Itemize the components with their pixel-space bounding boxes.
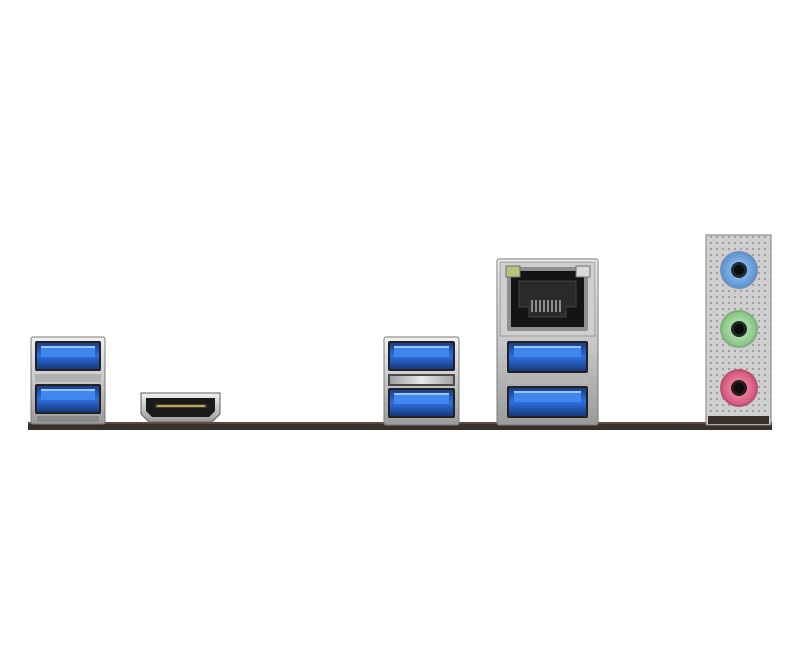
lan-contacts xyxy=(531,300,561,312)
audio-jack-mic-in[interactable] xyxy=(720,369,758,407)
lan-port[interactable] xyxy=(507,267,588,331)
hdmi-port[interactable] xyxy=(140,392,221,423)
lan-usb3-combo xyxy=(496,258,599,426)
usb3-port[interactable] xyxy=(35,341,101,371)
usb3-port[interactable] xyxy=(388,341,455,371)
lan-activity-led xyxy=(505,265,521,278)
usb3-port[interactable] xyxy=(507,386,588,418)
pcb-edge xyxy=(28,422,772,430)
usb3-stack-middle xyxy=(383,336,460,426)
audio-jack-line-in[interactable] xyxy=(720,251,758,289)
audio-jack-line-out[interactable] xyxy=(720,310,758,348)
audio-jack-stack xyxy=(705,234,772,426)
usb3-port[interactable] xyxy=(388,388,455,418)
usb3-stack-left xyxy=(30,336,106,425)
lan-speed-led xyxy=(575,265,591,278)
usb3-port[interactable] xyxy=(507,341,588,373)
usb3-port[interactable] xyxy=(35,384,101,414)
